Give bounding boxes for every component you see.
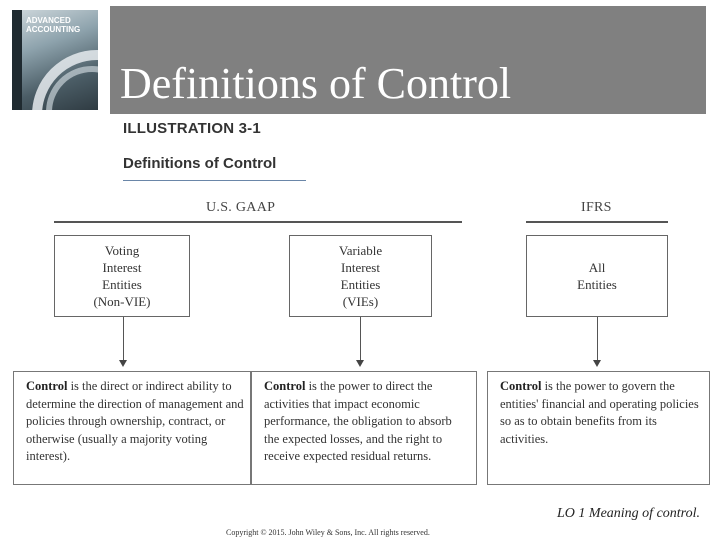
title-bar: Definitions of Control [110, 6, 706, 114]
arrow-head-all [593, 360, 601, 367]
definition-text: is the power to direct the activities th… [264, 379, 452, 463]
arrow-head-voting [119, 360, 127, 367]
definition-term: Control [264, 379, 306, 393]
entity-box-all-entities: All Entities [526, 235, 668, 317]
learning-objective: LO 1 Meaning of control. [557, 506, 700, 521]
entity-line: All [588, 260, 606, 275]
entity-line: Interest [341, 260, 380, 275]
slide-title: Definitions of Control [120, 59, 512, 108]
illustration-label: ILLUSTRATION 3-1 [123, 120, 261, 137]
arrow-head-variable [356, 360, 364, 367]
group-rule-us-gaap [54, 221, 462, 223]
entity-line: (VIEs) [342, 294, 379, 309]
arrow-shaft-all [597, 317, 598, 361]
group-label-us-gaap: U.S. GAAP [206, 200, 276, 215]
entity-line: Variable [338, 243, 383, 258]
copyright-notice: Copyright © 2015. John Wiley & Sons, Inc… [226, 528, 430, 537]
entity-line: Entities [102, 277, 142, 292]
entity-line: Interest [102, 260, 142, 275]
cover-spine [12, 10, 22, 110]
arrow-shaft-voting [123, 317, 124, 361]
entity-line: Voting [104, 243, 140, 258]
arrow-shaft-variable [360, 317, 361, 361]
entity-line: Entities [577, 277, 617, 292]
entity-box-variable-interest: Variable Interest Entities (VIEs) [289, 235, 432, 317]
definition-box-ifrs: Control is the power to govern the entit… [487, 371, 710, 485]
entity-line: Entities [340, 277, 381, 292]
entity-box-voting-interest: Voting Interest Entities (Non-VIE) [54, 235, 190, 317]
definition-term: Control [26, 379, 68, 393]
entity-line: (Non-VIE) [93, 294, 151, 309]
group-rule-ifrs [526, 221, 668, 223]
illustration-subtitle: Definitions of Control [123, 155, 277, 172]
definition-text: is the power to govern the entities' fin… [500, 379, 699, 446]
group-label-ifrs: IFRS [581, 200, 612, 215]
subtitle-underline [123, 180, 306, 181]
definition-term: Control [500, 379, 542, 393]
definition-box-us-gaap-voting: Control is the direct or indirect abilit… [13, 371, 251, 485]
cover-title: Advanced Accounting [26, 16, 81, 34]
definition-text: is the direct or indirect ability to det… [26, 379, 244, 463]
definition-box-us-gaap-vie: Control is the power to direct the activ… [251, 371, 477, 485]
book-cover-image: Advanced Accounting [12, 10, 98, 110]
